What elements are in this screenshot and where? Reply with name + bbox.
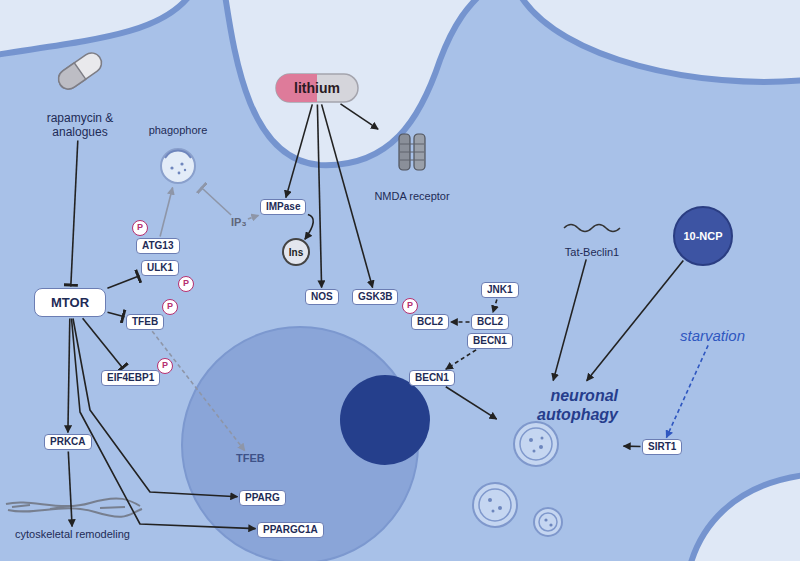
node-text: NMDA receptor — [374, 190, 449, 202]
metabolite-circle: Ins — [282, 238, 310, 266]
node-text: neuronal autophagy — [528, 386, 618, 424]
activation-arrow — [341, 104, 379, 129]
enzyme-box: GSK3B — [352, 289, 398, 305]
gene-box: PPARG — [239, 490, 286, 506]
phospho-circle: P — [162, 299, 178, 315]
node-text: BECN1 — [473, 335, 507, 347]
kinase-box: JNK1 — [481, 282, 519, 298]
node-text: cytoskeletal remodeling — [15, 528, 130, 540]
node-text: PPARG — [245, 492, 280, 504]
nuclear-label: TFEB — [236, 452, 265, 464]
activation-arrow — [666, 345, 708, 437]
activation-arrow — [322, 104, 373, 287]
activation-arrow — [587, 261, 684, 381]
drug-label: rapamycin & analogues — [20, 51, 140, 139]
node-text: JNK1 — [487, 284, 513, 296]
protein-box: EIF4EBP1 — [101, 370, 160, 386]
node-text: BCL2 — [477, 316, 503, 328]
node-text: IP₃ — [231, 216, 246, 228]
activation-arrow — [248, 215, 259, 219]
node-text: P — [179, 277, 193, 290]
inhibition-connector — [107, 276, 139, 288]
process-label: cytoskeletal remodeling — [15, 528, 130, 540]
node-text: PRKCA — [50, 436, 86, 448]
phospho-circle: P — [402, 298, 418, 314]
kinase-box: MTOR — [34, 288, 106, 317]
protein-box: BECN1 — [409, 370, 455, 386]
inhibition-connector — [108, 312, 125, 317]
inhibition-connector — [83, 318, 124, 369]
node-text: MTOR — [51, 295, 89, 310]
activation-arrow — [305, 214, 313, 239]
phospho-circle: P — [157, 358, 173, 374]
protein-box: SIRT1 — [642, 439, 682, 455]
activation-arrow — [451, 321, 470, 323]
phospho-circle: P — [178, 276, 194, 292]
node-text: P — [163, 300, 177, 313]
node-text: SIRT1 — [648, 441, 676, 453]
inhibition-connector — [71, 141, 78, 287]
node-text: lithium — [294, 80, 340, 96]
node-text: PPARGC1A — [263, 524, 318, 536]
activation-arrow — [68, 452, 72, 527]
node-text: EIF4EBP1 — [107, 372, 154, 384]
node-text: GSK3B — [358, 291, 392, 303]
peptide-label: Tat-Beclin1 — [546, 218, 638, 258]
activation-arrow — [68, 319, 70, 433]
activation-arrow — [493, 299, 497, 312]
node-text: TFEB — [236, 452, 265, 464]
activation-arrow — [624, 445, 641, 447]
compound-circle: 10-NCP — [673, 206, 733, 266]
condition-label: starvation — [680, 327, 745, 344]
node-text: IMPase — [266, 201, 300, 213]
activation-arrow — [446, 387, 497, 419]
activation-arrow — [73, 319, 238, 497]
node-text: P — [158, 359, 172, 372]
node-text: Ins — [289, 247, 303, 258]
drug-pill: lithium — [275, 73, 359, 103]
autophagy-label: neuronal autophagy — [498, 382, 622, 474]
protein-box: BCL2 — [411, 314, 449, 330]
protein-box: BECN1 — [467, 333, 513, 349]
node-text: P — [133, 221, 147, 234]
activation-arrow — [152, 331, 245, 451]
inhibition-connector — [201, 187, 231, 215]
node-text: starvation — [680, 327, 745, 344]
node-text: TFEB — [132, 316, 158, 328]
node-text: 10-NCP — [683, 230, 722, 242]
phagophore-label: phagophore — [138, 124, 218, 186]
protein-box: TFEB — [126, 314, 164, 330]
node-text: Tat-Beclin1 — [565, 246, 619, 258]
node-text: ULK1 — [147, 262, 173, 274]
protein-box: PRKCA — [44, 434, 92, 450]
gene-box: PPARGC1A — [257, 522, 324, 538]
node-text: BECN1 — [415, 372, 449, 384]
protein-box: BCL2 — [471, 314, 509, 330]
activation-arrow — [553, 259, 586, 380]
activation-arrow — [160, 188, 173, 237]
activation-arrow — [286, 104, 312, 197]
node-text: P — [403, 299, 417, 312]
node-text: rapamycin & analogues — [34, 111, 126, 139]
metabolite-label: IP₃ — [231, 216, 246, 228]
activation-arrow — [317, 105, 321, 288]
node-text: phagophore — [138, 124, 218, 136]
enzyme-box: IMPase — [260, 199, 306, 215]
node-text: BCL2 — [417, 316, 443, 328]
node-text: ATG13 — [142, 240, 174, 252]
node-text: NOS — [311, 291, 333, 303]
protein-box: ULK1 — [141, 260, 179, 276]
protein-box: ATG13 — [136, 238, 180, 254]
phospho-circle: P — [132, 220, 148, 236]
activation-arrow — [446, 350, 476, 369]
activation-arrow — [72, 319, 256, 529]
receptor-label: NMDA receptor — [362, 130, 462, 202]
enzyme-box: NOS — [305, 289, 339, 305]
